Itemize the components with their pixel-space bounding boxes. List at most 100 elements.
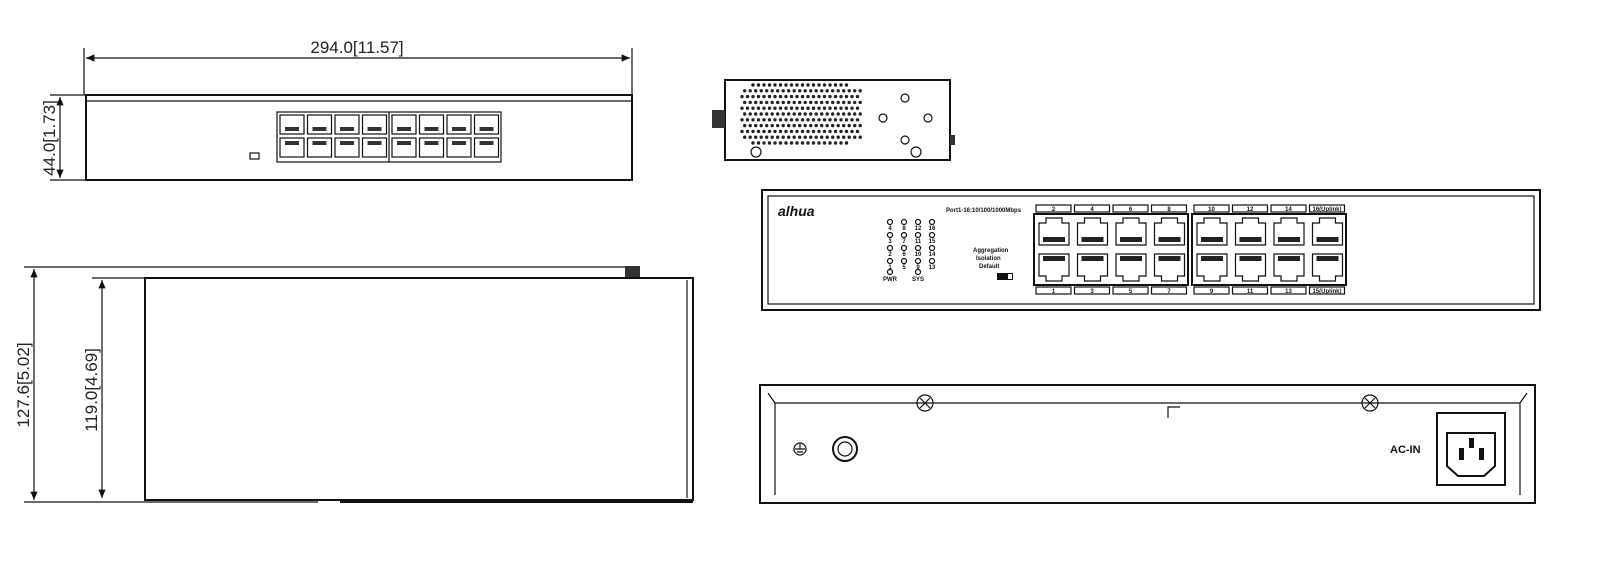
port-led <box>914 244 922 252</box>
side-view <box>712 79 955 161</box>
rj45-port[interactable] <box>1234 253 1267 282</box>
port-icon <box>446 114 472 135</box>
ac-power-socket[interactable] <box>1436 412 1506 486</box>
port-icon <box>361 137 388 158</box>
port-led <box>886 257 894 265</box>
port-number-label: 11 <box>1247 289 1254 295</box>
rj45-port[interactable] <box>1234 217 1267 246</box>
led-label: 13 <box>929 265 936 271</box>
rj45-port[interactable] <box>1115 217 1147 246</box>
port-led <box>900 218 908 226</box>
port-number-label: 3 <box>1090 289 1094 295</box>
led-label: 6 <box>902 252 906 258</box>
rj45-port[interactable] <box>1076 253 1109 282</box>
port-icon <box>418 114 445 135</box>
connector-tab <box>625 266 640 277</box>
port-led <box>900 244 908 252</box>
vent-grid <box>740 83 862 145</box>
ground-terminal <box>832 436 858 462</box>
port-number-label: 14 <box>1285 207 1292 213</box>
brand-logo: alhua <box>778 203 815 219</box>
led-label: 10 <box>915 252 922 258</box>
port-number-label: 10 <box>1208 207 1215 213</box>
port-icon <box>279 114 305 135</box>
port-icon <box>334 114 360 135</box>
port-number-label: 15(Uplink) <box>1312 289 1341 295</box>
mode-isolation: Isolation <box>976 256 1001 262</box>
port-number-label: 5 <box>1129 289 1133 295</box>
screw-icon <box>910 146 922 158</box>
port-number-label: 16(Uplink) <box>1312 207 1341 213</box>
port-led <box>928 218 936 226</box>
rj45-port[interactable] <box>1311 217 1344 246</box>
status-led-label: PWR <box>883 277 898 283</box>
screw-icon <box>916 394 934 412</box>
port-led <box>914 231 922 239</box>
port-icon <box>306 137 333 158</box>
top-view: 127.6[5.02] 119.0[4.69] <box>14 266 694 503</box>
depth-total-dimension: 127.6[5.02] <box>14 342 33 427</box>
led-label: 15 <box>929 239 936 245</box>
port-number-label: 13 <box>1285 289 1292 295</box>
port-icon <box>473 114 500 135</box>
led-window <box>249 152 260 160</box>
status-led <box>886 268 894 276</box>
port-icon <box>334 137 360 158</box>
led-label: 3 <box>888 239 892 245</box>
port-icon <box>418 137 445 158</box>
rear-panel: AC-IN <box>759 384 1536 504</box>
rj45-port[interactable] <box>1311 253 1344 282</box>
port-led <box>914 257 922 265</box>
led-label: 2 <box>888 252 892 258</box>
led-label: 4 <box>888 226 892 232</box>
port-icon <box>306 114 333 135</box>
led-label: 8 <box>902 226 906 232</box>
port-number-label: 4 <box>1090 207 1094 213</box>
port-number-label: 8 <box>1167 207 1171 213</box>
mode-aggregation: Aggregation <box>973 248 1009 254</box>
led-label: 5 <box>902 265 906 271</box>
port-led <box>914 218 922 226</box>
mode-switch[interactable]: Aggregation Isolation Default <box>973 248 1013 280</box>
port-number-label: 7 <box>1167 289 1171 295</box>
rj45-port[interactable] <box>1196 253 1228 282</box>
port-led <box>886 231 894 239</box>
port-number-label: 9 <box>1210 289 1214 295</box>
port-icon <box>391 114 417 135</box>
front-panel: alhua Port1-16:10/100/1000Mbps 432187651… <box>761 189 1541 311</box>
port-led <box>900 231 908 239</box>
rj45-port[interactable] <box>1273 217 1305 246</box>
ac-in-label: AC-IN <box>1390 444 1421 456</box>
rj45-port[interactable] <box>1153 217 1186 246</box>
rj45-port[interactable] <box>1273 253 1305 282</box>
mode-default: Default <box>979 264 999 270</box>
led-label: 12 <box>915 226 922 232</box>
screw-icon <box>1361 394 1379 412</box>
port-led <box>886 218 894 226</box>
width-dimension: 294.0[11.57] <box>310 38 403 57</box>
port-icon <box>361 114 388 135</box>
led-label: 1 <box>888 265 892 271</box>
port-led <box>928 244 936 252</box>
screw-icon <box>750 146 762 158</box>
rj45-port[interactable] <box>1038 217 1070 246</box>
port-number-label: 1 <box>1052 289 1056 295</box>
height-dimension: 44.0[1.73] <box>40 100 59 176</box>
screw-icon <box>900 135 910 145</box>
rj45-port[interactable] <box>1076 217 1109 246</box>
port-icon <box>279 137 305 158</box>
led-label: 7 <box>902 239 906 245</box>
port-led <box>928 257 936 265</box>
port-led <box>928 231 936 239</box>
rj45-port[interactable] <box>1038 253 1070 282</box>
status-led <box>914 268 922 276</box>
rj45-port[interactable] <box>1153 253 1186 282</box>
rj45-port[interactable] <box>1196 217 1228 246</box>
rj45-port[interactable] <box>1115 253 1147 282</box>
port-block <box>276 111 502 163</box>
port-icon <box>473 137 500 158</box>
port-led <box>886 244 894 252</box>
